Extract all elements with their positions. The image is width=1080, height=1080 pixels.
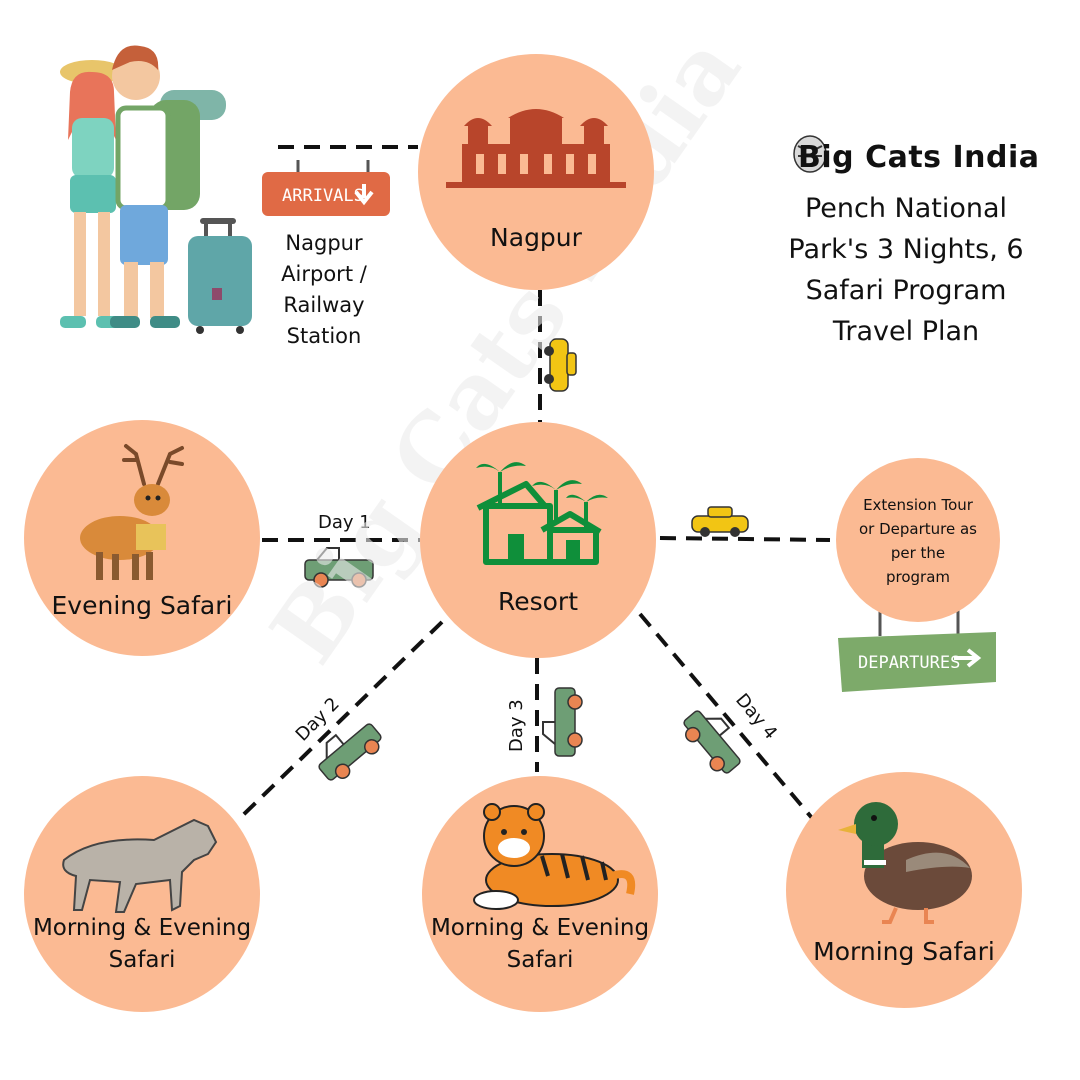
connector-resort-extension — [659, 536, 831, 542]
node-day3-safari-label: Morning & Evening Safari — [422, 912, 658, 976]
node-resort: Resort — [420, 422, 656, 658]
day1-label: Day 1 — [318, 512, 371, 533]
taxi-icon-horizontal — [691, 506, 749, 537]
jeep-icon-day4 — [683, 710, 741, 774]
arrival-line: Station — [286, 324, 362, 348]
extension-line: per the — [890, 544, 946, 562]
resort-icon — [476, 462, 608, 565]
traveler-couple-illustration — [60, 45, 252, 334]
departures-sign-text: DEPARTURES — [858, 653, 960, 673]
red-fort-icon — [446, 109, 626, 188]
jeep-icon-day1 — [304, 547, 374, 588]
day2-safari-line: Morning & Evening — [32, 915, 252, 941]
connector-day2 — [238, 620, 444, 820]
day3-safari-line: Morning & Evening — [430, 915, 650, 941]
tiger-icon — [473, 803, 636, 910]
node-extension-label: Extension Tour or Departure as per the p… — [836, 493, 1000, 589]
node-morning-safari-label: Morning Safari — [813, 937, 995, 966]
node-nagpur: Nagpur — [418, 54, 654, 290]
title-line: Park's 3 Nights, 6 — [788, 234, 1024, 265]
title-line: Safari Program — [805, 275, 1007, 306]
arrival-line: Nagpur — [285, 231, 363, 255]
extension-line: Extension Tour — [863, 496, 973, 514]
node-evening-safari: Evening Safari — [24, 420, 260, 656]
tiger-logo-icon — [793, 135, 827, 173]
title-line: Travel Plan — [832, 316, 980, 347]
taxi-icon-vertical — [544, 338, 577, 392]
jeep-icon-day2 — [318, 723, 382, 781]
brand-logo: Big Cats India — [790, 130, 1039, 186]
arrivals-sign-text: ARRIVALS — [282, 186, 364, 206]
arrivals-sign: ARRIVALS — [262, 160, 390, 216]
departures-sign: DEPARTURES — [838, 610, 996, 692]
deer-icon — [80, 444, 184, 580]
wolf-icon — [62, 818, 218, 913]
day3-label: Day 3 — [506, 699, 527, 752]
day2-label: Day 2 — [292, 693, 344, 745]
day2-safari-line: Safari — [108, 947, 176, 973]
duck-icon — [838, 802, 972, 924]
extension-line: program — [885, 568, 951, 586]
day3-safari-line: Safari — [506, 947, 574, 973]
node-resort-label: Resort — [497, 587, 579, 616]
jeep-icon-day3 — [542, 687, 583, 757]
connector-day4 — [638, 612, 814, 820]
node-day2-safari-label: Morning & Evening Safari — [24, 912, 260, 976]
node-evening-safari-label: Evening Safari — [51, 591, 233, 620]
title-line: Pench National — [804, 193, 1008, 224]
extension-line: or Departure as — [858, 520, 977, 538]
arrival-point-label: Nagpur Airport / Railway Station — [266, 228, 382, 352]
travel-plan-title: Pench National Park's 3 Nights, 6 Safari… — [780, 188, 1032, 352]
brand-name: Big Cats India — [798, 140, 1040, 175]
node-nagpur-label: Nagpur — [490, 223, 582, 252]
arrival-line: Airport / — [281, 262, 367, 286]
node-morning-safari: Morning Safari — [786, 772, 1022, 1008]
day4-label: Day 4 — [731, 690, 781, 744]
node-day2-safari: Morning & Evening Safari — [24, 776, 260, 1012]
node-day3-safari: Morning & Evening Safari — [422, 776, 658, 1012]
arrival-line: Railway — [283, 293, 365, 317]
node-extension: Extension Tour or Departure as per the p… — [836, 458, 1000, 622]
